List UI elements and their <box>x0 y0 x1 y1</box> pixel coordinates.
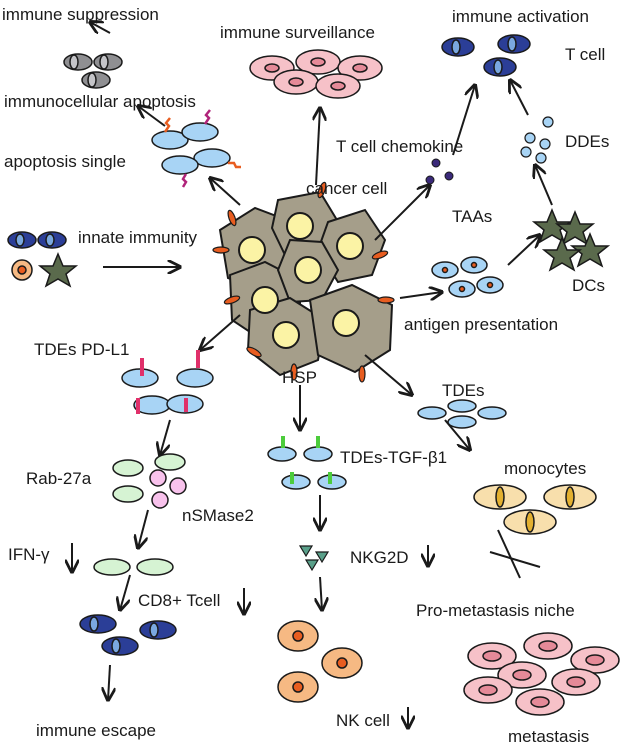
label-ifn-gamma: IFN-γ <box>8 545 50 564</box>
label-pro-metastasis-niche: Pro-metastasis niche <box>416 601 575 620</box>
label-immune-escape: immune escape <box>36 721 157 740</box>
ifn-vesicles <box>93 558 174 576</box>
dendritic-cells <box>531 208 611 272</box>
suppressed-t-cells <box>63 53 123 89</box>
label-tdes-pdl1: TDEs PD-L1 <box>34 340 130 359</box>
label-immune-suppression: immune suppression <box>2 5 159 24</box>
hsp-protrusions <box>212 181 395 383</box>
label-immunocellular-apoptosis: immunocellular apoptosis <box>4 92 196 111</box>
label-innate-immunity: innate immunity <box>78 228 198 247</box>
apoptosis-exosomes <box>151 122 231 175</box>
label-nk-cell: NK cell <box>336 711 390 730</box>
activated-t-cells <box>441 34 531 77</box>
innate-immunity-cells <box>7 231 79 288</box>
label-metastasis: metastasis <box>508 727 590 746</box>
cancer-cell-cluster <box>218 190 394 377</box>
dde-particles <box>520 116 554 164</box>
taa-exosomes <box>431 256 504 298</box>
label-immune-surveillance: immune surveillance <box>220 23 375 42</box>
metastasis-cells <box>463 632 620 716</box>
tgfb1-exosomes <box>267 446 347 490</box>
label-t-cell: T cell <box>565 45 606 64</box>
chemokine-particles <box>425 158 454 185</box>
nk-cells <box>277 620 363 703</box>
label-taas: TAAs <box>452 207 493 226</box>
label-ddes: DDEs <box>565 132 610 151</box>
label-t-cell-chemokine: T cell chemokine <box>336 137 464 156</box>
label-tdes: TDEs <box>442 381 485 400</box>
tgfb1-receptors <box>281 436 332 484</box>
label-cd8-tcell: CD8+ Tcell <box>138 591 221 610</box>
flow-arrows <box>72 22 553 728</box>
cd8-t-cells <box>79 614 177 656</box>
pdl1-exosomes <box>121 368 214 415</box>
surveillance-cells <box>249 49 383 99</box>
label-monocytes: monocytes <box>504 459 587 478</box>
monocyte-cells <box>473 484 597 535</box>
pdl1-receptors <box>136 350 200 414</box>
inhibition-cross <box>489 529 541 579</box>
tdes-exosomes <box>417 399 507 429</box>
label-dcs: DCs <box>572 276 606 295</box>
nsmase2-vesicles <box>149 469 187 509</box>
label-immune-activation: immune activation <box>452 7 590 26</box>
label-cancer-cell: cancer cell <box>306 179 388 198</box>
label-hsp: HSP <box>282 368 317 387</box>
label-nsmase2: nSMase2 <box>182 506 254 525</box>
nkg2d-particles <box>298 545 330 572</box>
label-tdes-tgfb1: TDEs-TGF-β1 <box>340 448 448 467</box>
label-rab27a: Rab-27a <box>26 469 92 488</box>
apoptosis-signal-marks <box>163 109 241 188</box>
label-nkg2d: NKG2D <box>350 548 409 567</box>
rab27a-vesicles <box>112 453 186 503</box>
label-apoptosis-single: apoptosis single <box>4 152 126 171</box>
label-antigen-presentation: antigen presentation <box>404 315 559 334</box>
